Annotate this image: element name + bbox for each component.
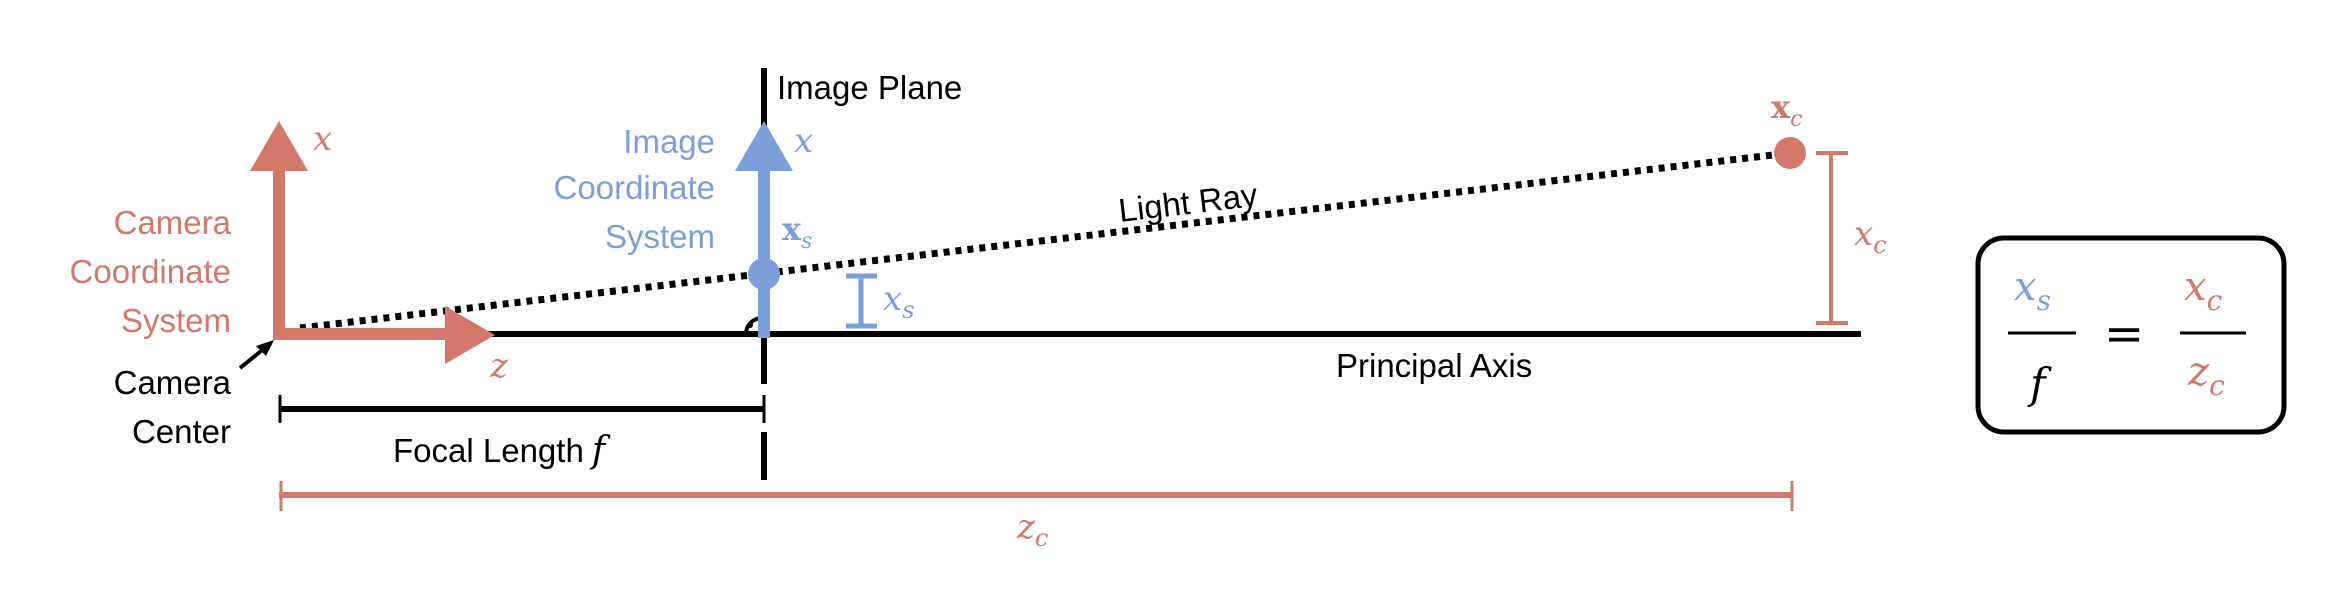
zc-bracket [279,481,1794,511]
xs-label: xs [883,279,915,324]
rhs-denominator: zc [2187,349,2225,402]
image-cs-label: Image Coordinate System [554,123,715,255]
camera-z-arrowhead [445,306,495,364]
focal-length-bracket [278,395,766,423]
lhs-numerator: xs [2014,264,2051,317]
image-x-label: x [794,121,813,161]
camera-cs-label: Camera Coordinate System [70,204,232,339]
equation-box [1975,235,2287,435]
camera-x-arrowhead [250,121,308,171]
svg-text:System: System [121,302,231,339]
svg-text:Camera: Camera [114,204,232,241]
image-point-xs [748,258,780,290]
image-plane-label: Image Plane [777,69,962,106]
equals-sign: = [2104,306,2144,362]
light-ray [299,149,1791,332]
similar-triangles-equation: xs f = xc zc [1975,235,2287,435]
image-point-label: xs [782,210,812,254]
principal-axis-label: Principal Axis [1336,347,1532,384]
world-point-label: xc [1771,88,1802,132]
svg-text:System: System [605,218,715,255]
svg-text:Camera: Camera [114,364,232,401]
image-x-arrowhead [735,121,793,171]
right-angle-dot [747,322,753,328]
xc-bracket [1816,151,1848,325]
light-ray-label: Light Ray [1116,176,1259,229]
svg-text:Coordinate: Coordinate [70,253,231,290]
camera-x-label: x [313,119,332,159]
xs-bracket [846,273,877,329]
camera-center-label: Camera Center [114,364,232,450]
zc-label: zc [1016,507,1048,552]
camera-center-arrowhead [256,340,274,356]
svg-text:Coordinate: Coordinate [554,169,715,206]
svg-text:Center: Center [132,413,231,450]
xc-label: xc [1854,214,1887,259]
camera-z-label: z [489,346,509,386]
rhs-numerator: xc [2184,264,2223,317]
svg-text:Image: Image [623,123,715,160]
world-point-xc [1774,137,1806,169]
